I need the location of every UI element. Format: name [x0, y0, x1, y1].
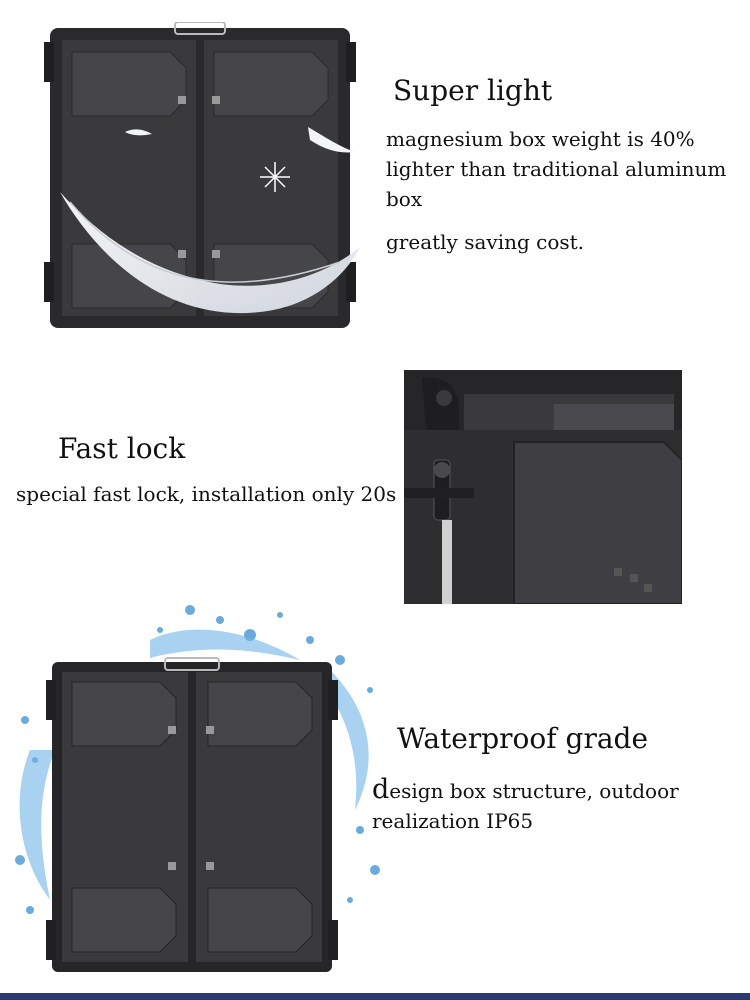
cabinet-with-feather-image — [44, 22, 360, 328]
super-light-cost-note: greatly saving cost. — [386, 230, 585, 254]
fast-lock-title: Fast lock — [58, 432, 186, 465]
waterproof-description-rest: esign box structure, outdoor realization… — [372, 779, 679, 833]
cabinet-with-water-splash-image — [15, 605, 380, 972]
fast-lock-closeup-image — [404, 370, 682, 604]
waterproof-grade-title: Waterproof grade — [397, 722, 649, 755]
super-light-description: magnesium box weight is 40% lighter than… — [386, 127, 727, 211]
waterproof-description: design box structure, outdoor realizatio… — [372, 775, 742, 836]
fast-lock-description: special fast lock, installation only 20s — [16, 482, 397, 506]
bottom-bar — [0, 993, 750, 1000]
super-light-title: Super light — [393, 74, 553, 107]
waterproof-description-first-letter: d — [372, 774, 390, 805]
